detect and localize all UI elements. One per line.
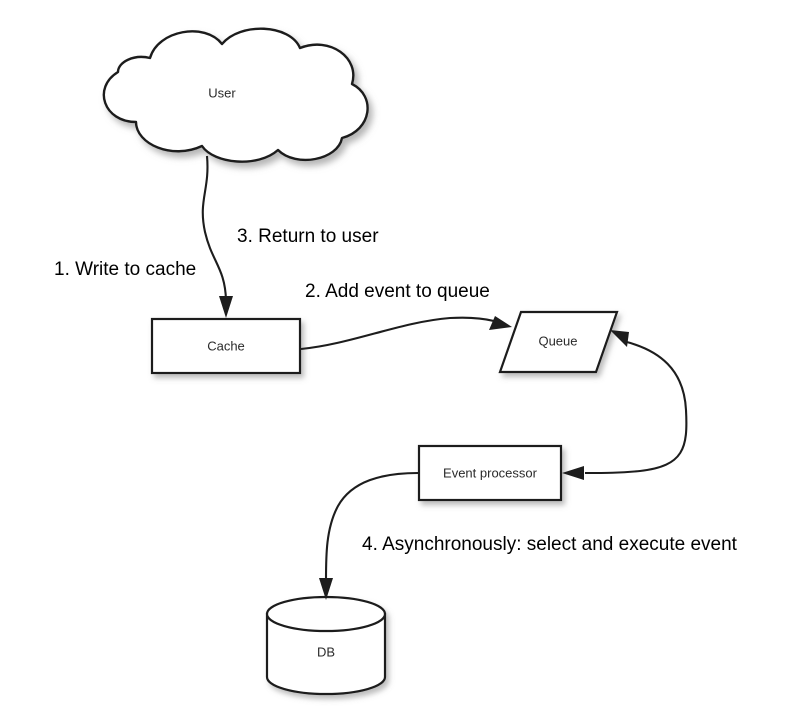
node-cache[interactable]: Cache: [150, 317, 302, 375]
node-event-processor-label: Event processor: [443, 465, 538, 480]
edge-user-to-cache: [201, 155, 233, 318]
node-user-label: User: [208, 85, 236, 100]
node-cache-label: Cache: [207, 338, 245, 353]
edge-cache-to-queue: [300, 316, 512, 351]
edge-event-processor-to-db: [319, 471, 419, 600]
step-label-1: 1. Write to cache: [54, 259, 196, 280]
node-queue[interactable]: Queue: [498, 310, 619, 374]
node-queue-label: Queue: [538, 333, 577, 348]
edge-queue-event-processor-loop: [562, 330, 688, 480]
step-label-3: 3. Return to user: [237, 226, 379, 247]
node-event-processor[interactable]: Event processor: [417, 444, 563, 502]
node-user[interactable]: User: [102, 27, 369, 163]
node-db-label: DB: [317, 644, 335, 659]
step-label-2: 2. Add event to queue: [305, 281, 490, 302]
step-label-4: 4. Asynchronously: select and execute ev…: [362, 534, 738, 555]
node-db[interactable]: DB: [265, 595, 387, 696]
